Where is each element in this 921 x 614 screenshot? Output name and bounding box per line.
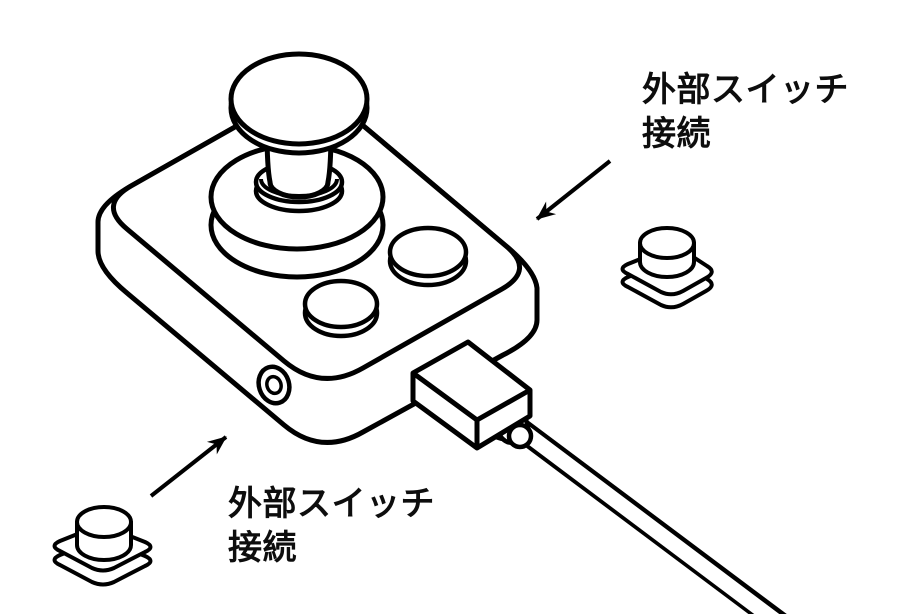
external-switch-jack-left — [256, 364, 292, 406]
arrow-to-left-jack — [149, 435, 228, 498]
switch-right-button-top — [638, 226, 696, 260]
joystick-cap-top — [228, 51, 370, 147]
strain-ring-small — [506, 422, 534, 450]
label-line-2: 接続 — [642, 115, 711, 153]
button-upper-top — [387, 225, 469, 279]
external-switch-left — [52, 505, 153, 587]
external-switch-right — [620, 226, 714, 310]
joystick — [208, 51, 386, 280]
label-line-1: 外部スイッチ — [228, 485, 435, 523]
cable-assembly — [410, 339, 787, 614]
label-line-2: 接続 — [228, 529, 297, 567]
label-line-1: 外部スイッチ — [642, 71, 849, 109]
cable-core — [498, 410, 780, 614]
label-external-switch-bottom-left: 外部スイッチ 接続 — [228, 482, 435, 570]
plug-edges — [411, 370, 532, 448]
device-buttons — [302, 225, 469, 339]
switch-left-button-top — [75, 505, 133, 539]
cable-plug — [410, 339, 533, 451]
annotation-arrows — [149, 159, 612, 498]
jack-inner-hole — [265, 374, 283, 396]
joystick-socket-arc — [259, 178, 339, 198]
label-external-switch-top-right: 外部スイッチ 接続 — [642, 68, 849, 156]
button-lower-top — [302, 278, 380, 330]
arrow-to-right-jack — [535, 159, 612, 221]
